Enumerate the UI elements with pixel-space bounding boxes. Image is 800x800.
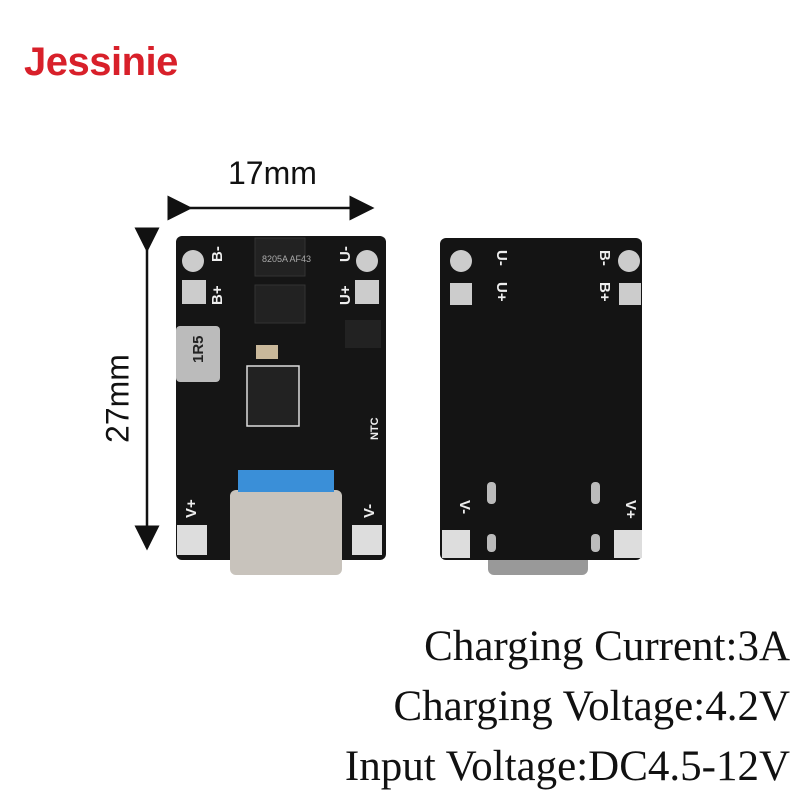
label-u-minus: U-: [337, 246, 354, 262]
label-u-plus: U+: [337, 285, 354, 305]
back-label-b-minus: B-: [596, 250, 613, 266]
height-label: 27mm: [99, 354, 136, 443]
inductor-marking: 1R5: [190, 335, 207, 363]
mosfet-marking: 8205A AF43: [262, 254, 311, 264]
back-label-b-plus: B+: [596, 282, 613, 302]
label-v-minus: V-: [361, 504, 378, 518]
label-b-minus: B-: [209, 246, 226, 262]
width-label: 17mm: [228, 155, 317, 191]
brand-logo: Jessinie: [24, 40, 178, 84]
back-label-u-plus: U+: [493, 282, 510, 302]
board-front: 8205A AF43 1R5 B- B+ U- U+ V+ V- NTC: [176, 236, 386, 575]
back-label-v-plus: V+: [622, 500, 639, 519]
spec-input-voltage: Input Voltage:DC4.5-12V: [344, 743, 790, 790]
board-back: U- U+ B- B+ V- V+: [440, 238, 642, 575]
label-ntc: NTC: [369, 417, 381, 440]
label-b-plus: B+: [209, 285, 226, 305]
spec-charging-voltage: Charging Voltage:4.2V: [393, 683, 790, 730]
back-label-u-minus: U-: [493, 250, 510, 266]
back-label-v-minus: V-: [456, 500, 473, 514]
label-v-plus: V+: [183, 499, 200, 518]
spec-charging-current: Charging Current:3A: [424, 623, 790, 670]
